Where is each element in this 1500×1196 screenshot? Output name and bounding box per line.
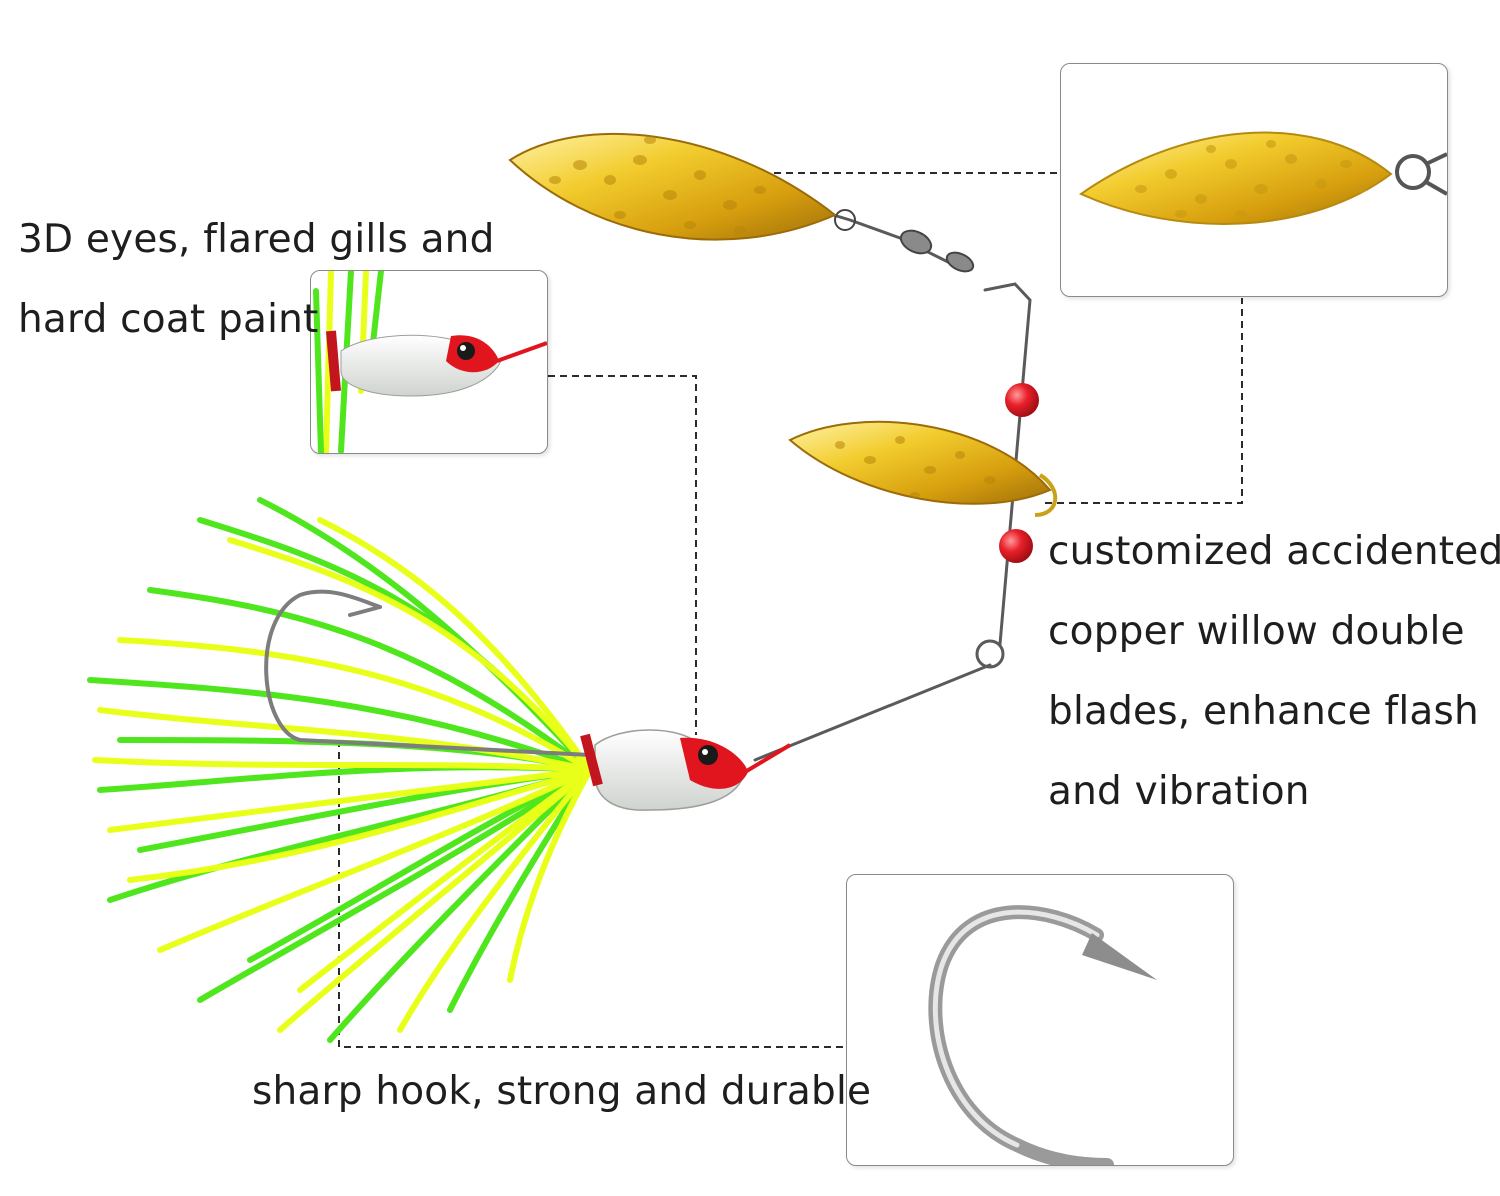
blades-callout-line-4: and vibration — [1048, 769, 1310, 814]
leader-lower-blade — [1045, 298, 1243, 504]
hook-callout: sharp hook, strong and durable — [252, 1052, 871, 1132]
red-bead-upper — [1005, 383, 1039, 417]
head-detail-inset — [310, 270, 548, 454]
leader-eyes — [548, 375, 697, 735]
blade-detail-inset — [1060, 63, 1448, 297]
red-bead-lower — [999, 529, 1033, 563]
jig-head — [580, 729, 792, 811]
blades-callout: customized accidented copper willow doub… — [1048, 512, 1500, 832]
blades-callout-line-2: copper willow double — [1048, 609, 1465, 654]
hook — [264, 589, 592, 757]
eyes-callout: 3D eyes, flared gills and hard coat pain… — [18, 200, 495, 360]
top-willow-blade — [508, 133, 837, 241]
lower-willow-blade — [788, 420, 1058, 517]
blades-callout-line-3: blades, enhance flash — [1048, 689, 1479, 734]
eyes-callout-line-2: hard coat paint — [18, 297, 319, 342]
swivel — [834, 209, 975, 273]
silicone-skirt — [87, 497, 593, 1043]
eyes-callout-line-1: 3D eyes, flared gills and — [18, 217, 495, 262]
hook-detail-inset — [846, 874, 1234, 1166]
blades-callout-line-1: customized accidented — [1048, 529, 1500, 574]
hook-callout-line: sharp hook, strong and durable — [252, 1069, 872, 1114]
